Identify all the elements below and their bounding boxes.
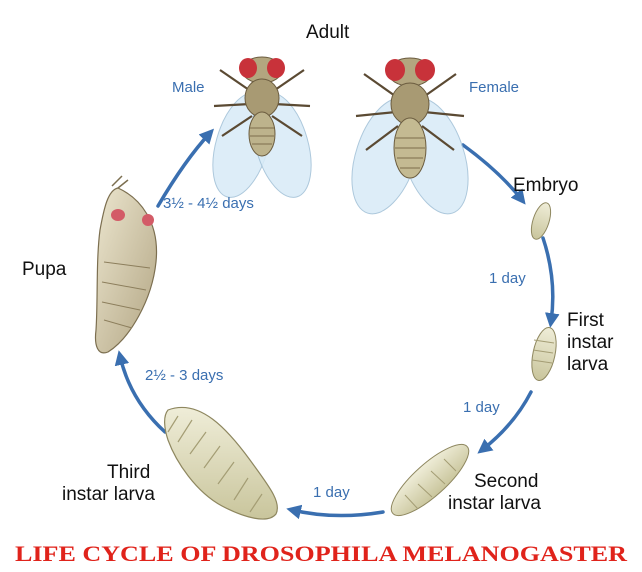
pupa-illustration — [96, 176, 157, 353]
adult-label: Adult — [306, 22, 350, 43]
embryo-illustration — [528, 200, 555, 241]
female-fly-illustration — [339, 58, 481, 222]
third-instar-larva-label-line-2: instar larva — [62, 484, 155, 505]
duration-embryo-to-first-larva: 1 day — [489, 270, 526, 287]
male-label: Male — [172, 79, 205, 96]
first-instar-larva-label-line-2: instar — [567, 332, 614, 353]
third-instar-larva-label: Third instar larva — [62, 462, 156, 505]
arrow-second-to-third-larva — [292, 510, 383, 516]
diagram-caption: LIFE CYCLE OF DROSOPHILA MELANOGASTER — [15, 541, 628, 566]
first-instar-larva-label-line-1: First — [567, 310, 605, 331]
second-instar-larva-label-line-1: Second — [474, 471, 538, 492]
male-fly-illustration — [202, 57, 322, 204]
duration-pupa-to-adult: 3½ - 4½ days — [163, 195, 254, 212]
first-instar-larva-label: First instar larva — [567, 310, 619, 375]
arrow-embryo-to-first-larva — [543, 238, 553, 322]
embryo-label: Embryo — [513, 175, 578, 196]
third-instar-larva-label-line-1: Third — [107, 462, 150, 483]
female-label: Female — [469, 79, 519, 96]
pupa-label: Pupa — [22, 259, 67, 280]
second-instar-larva-label: Second instar larva — [448, 471, 544, 514]
first-instar-larva-illustration — [528, 325, 561, 382]
first-instar-larva-label-line-3: larva — [567, 354, 609, 375]
duration-third-larva-to-pupa: 2½ - 3 days — [145, 367, 223, 384]
third-instar-larva-illustration — [165, 407, 278, 519]
duration-second-to-third-larva: 1 day — [313, 484, 350, 501]
second-instar-larva-label-line-2: instar larva — [448, 493, 541, 514]
duration-first-to-second-larva: 1 day — [463, 399, 500, 416]
